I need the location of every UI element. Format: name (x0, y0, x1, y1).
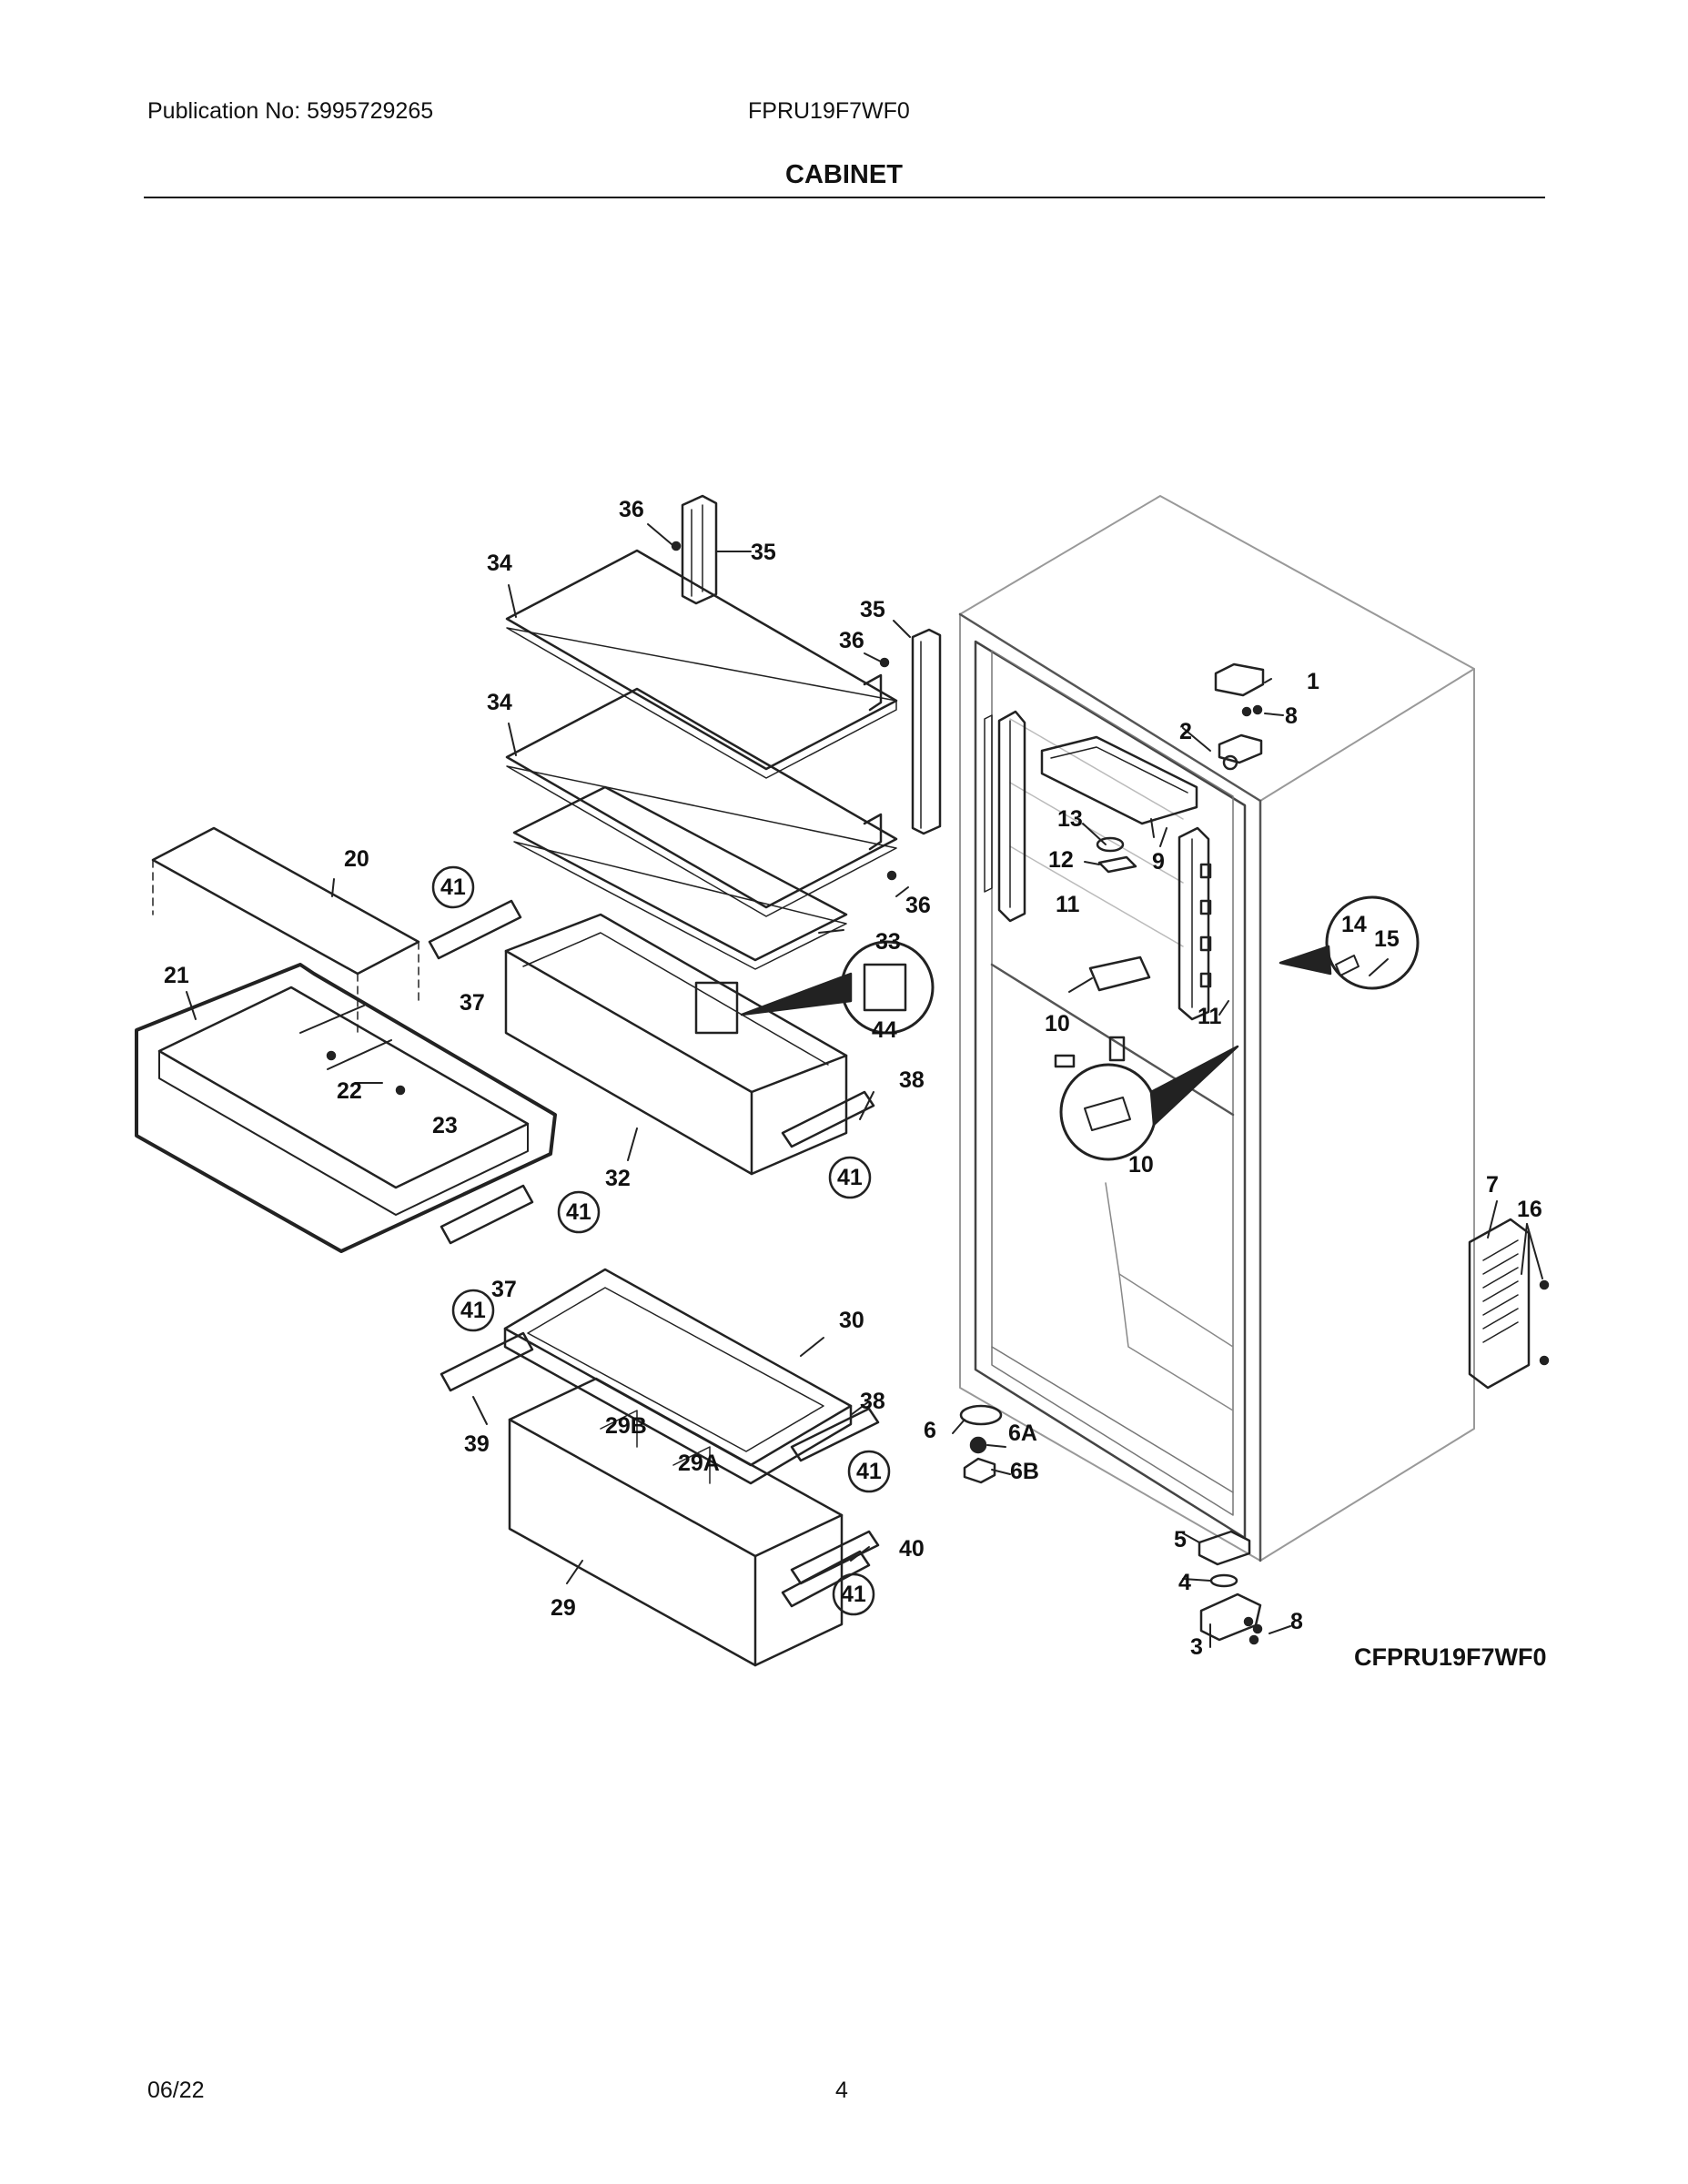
svg-text:20: 20 (344, 846, 369, 872)
lower-drawer (508, 1377, 871, 1667)
svg-text:34: 34 (487, 690, 512, 715)
svg-text:5: 5 (1174, 1527, 1187, 1552)
callout-circle-10 (1059, 1045, 1239, 1161)
svg-text:29B: 29B (605, 1413, 647, 1439)
rear-access-panel (1468, 1218, 1550, 1390)
left-light-strip (984, 710, 1026, 923)
svg-text:9: 9 (1152, 849, 1165, 875)
svg-text:32: 32 (605, 1166, 631, 1191)
svg-text:3: 3 (1190, 1634, 1203, 1660)
svg-text:37: 37 (460, 990, 485, 1016)
top-hinge-parts (1214, 662, 1265, 771)
center-light (1054, 956, 1151, 1068)
header-rule (144, 197, 1545, 198)
figure-code: CFPRU19F7WF0 (1354, 1643, 1547, 1671)
svg-text:14: 14 (1341, 912, 1367, 937)
svg-text:8: 8 (1285, 703, 1298, 729)
svg-text:36: 36 (839, 628, 864, 653)
svg-text:6A: 6A (1008, 1421, 1037, 1446)
svg-text:13: 13 (1057, 806, 1083, 832)
drawer-side-covers (428, 899, 534, 1392)
svg-text:10: 10 (1128, 1152, 1154, 1178)
right-light-strip (1178, 826, 1212, 1021)
svg-text:41: 41 (440, 875, 466, 900)
svg-text:6: 6 (924, 1418, 936, 1443)
svg-text:39: 39 (464, 1431, 490, 1457)
svg-text:22: 22 (337, 1078, 362, 1104)
section-title: CABINET (785, 160, 903, 189)
svg-text:15: 15 (1374, 926, 1400, 952)
svg-text:41: 41 (566, 1199, 591, 1225)
shelf-supports (671, 494, 942, 881)
svg-text:2: 2 (1179, 719, 1192, 744)
svg-text:41: 41 (460, 1298, 486, 1323)
svg-text:21: 21 (164, 963, 189, 988)
svg-text:35: 35 (751, 540, 776, 565)
svg-text:33: 33 (875, 929, 901, 955)
svg-text:11: 11 (1056, 892, 1080, 917)
svg-text:36: 36 (619, 497, 644, 522)
svg-text:44: 44 (872, 1017, 897, 1043)
svg-text:7: 7 (1486, 1172, 1499, 1198)
bottom-hinge-parts (1198, 1530, 1263, 1645)
model-number: FPRU19F7WF0 (748, 98, 910, 124)
svg-text:29: 29 (551, 1595, 576, 1621)
upper-drawer (504, 913, 875, 1176)
svg-text:23: 23 (432, 1113, 458, 1138)
page-number: 4 (835, 2078, 848, 2103)
svg-text:30: 30 (839, 1308, 864, 1333)
svg-text:1: 1 (1307, 669, 1319, 694)
callout-circle-44 (740, 940, 935, 1035)
svg-text:36: 36 (905, 893, 931, 918)
footer-date: 06/22 (147, 2078, 205, 2103)
svg-text:41: 41 (841, 1582, 866, 1607)
svg-text:35: 35 (860, 597, 885, 622)
crisper-cover (135, 826, 557, 1253)
publication-number: Publication No: 5995729265 (147, 98, 434, 124)
screw-callouts-41 (431, 865, 891, 1616)
leveling-legs (959, 1404, 1003, 1484)
callout-labels: 1 2 3 4 5 6 6A 6B 7 8 8 9 10 10 11 11 12… (164, 497, 1547, 1671)
svg-text:4: 4 (1178, 1570, 1191, 1595)
drawer-end-caps (790, 1407, 880, 1585)
svg-text:38: 38 (899, 1067, 925, 1093)
svg-text:40: 40 (899, 1536, 925, 1562)
svg-text:37: 37 (491, 1277, 517, 1302)
svg-text:12: 12 (1048, 847, 1074, 873)
svg-text:16: 16 (1517, 1197, 1542, 1222)
svg-text:29A: 29A (678, 1451, 720, 1476)
callout-circle-14-15 (1279, 895, 1420, 990)
shelves (505, 549, 898, 970)
svg-text:34: 34 (487, 551, 512, 576)
svg-text:38: 38 (860, 1389, 885, 1414)
leader-lines (186, 523, 1543, 1648)
svg-text:6B: 6B (1010, 1459, 1039, 1484)
control-housing (1040, 735, 1198, 874)
svg-text:10: 10 (1045, 1011, 1070, 1036)
svg-text:41: 41 (856, 1459, 882, 1484)
svg-text:41: 41 (837, 1165, 863, 1190)
svg-text:8: 8 (1290, 1609, 1303, 1634)
svg-text:11: 11 (1198, 1004, 1222, 1029)
